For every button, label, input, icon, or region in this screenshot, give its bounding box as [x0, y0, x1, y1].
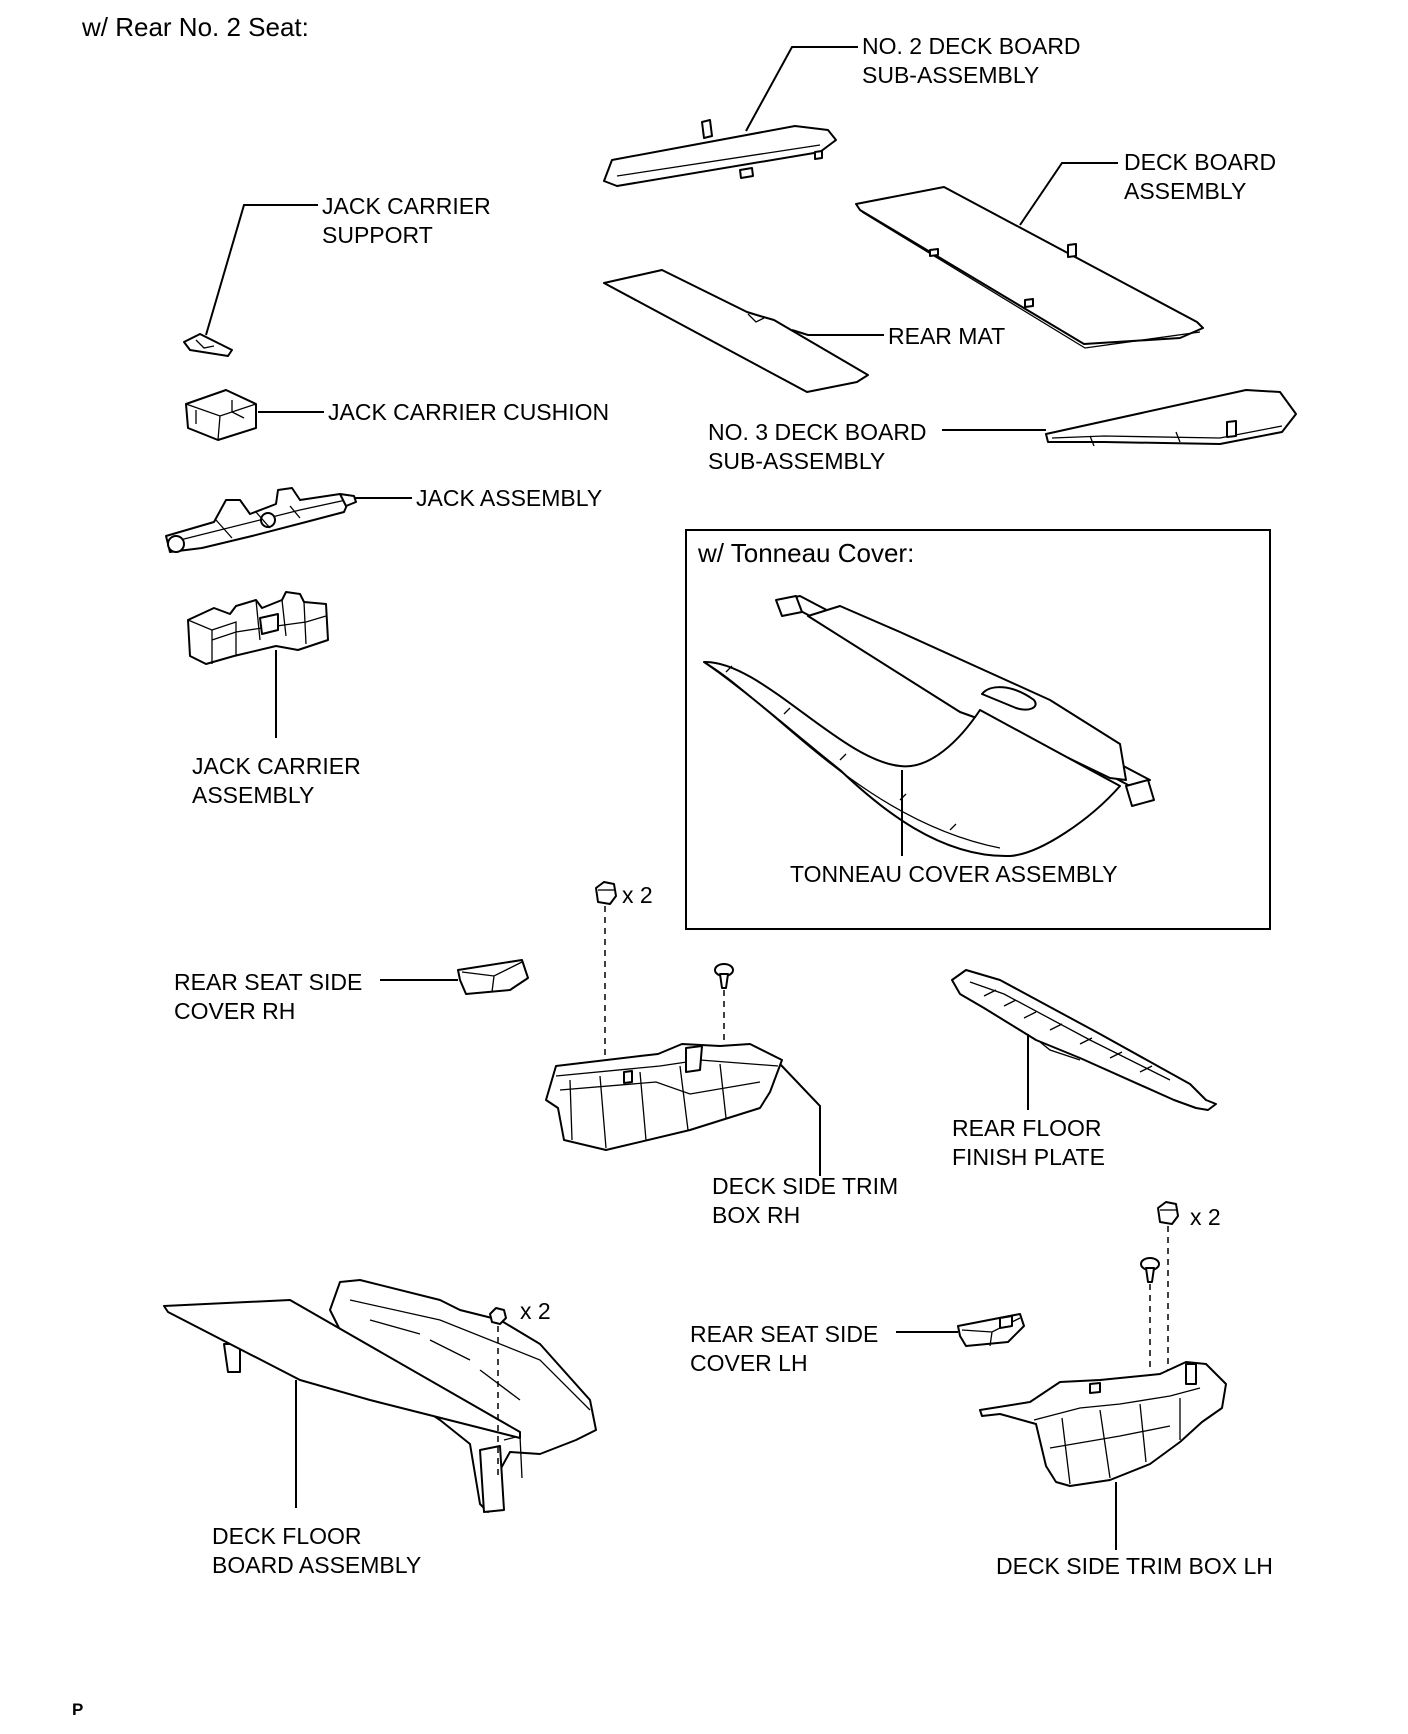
- no2-deck-board-leader: [745, 46, 858, 132]
- no3-deck-board-drawing: [1045, 389, 1297, 447]
- label-jack-carrier-assembly: JACK CARRIER ASSEMBLY: [192, 753, 361, 808]
- jack-carrier-assembly-drawing: [187, 591, 329, 665]
- label-deck-board-assembly: DECK BOARD ASSEMBLY: [1124, 149, 1277, 204]
- label-rear-floor-finish-plate: REAR FLOOR FINISH PLATE: [952, 1115, 1105, 1170]
- deck-side-trim-box-rh-leader: [779, 1063, 821, 1176]
- tonneau-cover-heading: w/ Tonneau Cover:: [698, 538, 915, 568]
- label-rear-mat: REAR MAT: [888, 323, 1006, 349]
- rear-mat-drawing: [603, 269, 869, 393]
- label-rear-seat-side-cover-lh: REAR SEAT SIDE COVER LH: [690, 1321, 879, 1376]
- label-deck-side-trim-box-rh: DECK SIDE TRIM BOX RH: [712, 1173, 899, 1228]
- deck-floor-board-drawing: [163, 1279, 597, 1513]
- push-clip-icon: [1140, 1257, 1160, 1283]
- qty-nut-floor: x 2: [520, 1298, 551, 1324]
- main-heading: w/ Rear No. 2 Seat:: [82, 12, 309, 42]
- label-jack-assembly: JACK ASSEMBLY: [416, 485, 603, 511]
- label-jack-carrier-cushion: JACK CARRIER CUSHION: [328, 399, 610, 425]
- jack-assembly-drawing: [165, 487, 357, 553]
- tonneau-cover-box: [685, 529, 1271, 930]
- label-deck-floor-board-assembly: DECK FLOOR BOARD ASSEMBLY: [212, 1523, 422, 1578]
- jack-carrier-support-leader: [205, 204, 318, 336]
- deck-side-trim-box-rh-drawing: [545, 1043, 783, 1151]
- label-no2-deck-board: NO. 2 DECK BOARD SUB-ASSEMBLY: [862, 33, 1081, 88]
- hex-nut-icon: [595, 881, 617, 905]
- qty-nut-lh: x 2: [1190, 1204, 1221, 1230]
- rear-seat-side-cover-rh-drawing: [457, 959, 529, 995]
- page-code: P: [72, 1700, 84, 1719]
- jack-carrier-support-drawing: [183, 333, 233, 357]
- label-deck-side-trim-box-lh: DECK SIDE TRIM BOX LH: [996, 1553, 1273, 1579]
- deck-side-trim-box-lh-drawing: [979, 1361, 1227, 1487]
- tonneau-cover-drawing: [703, 595, 1155, 858]
- qty-nut-rh: x 2: [622, 882, 653, 908]
- rear-seat-side-cover-lh-drawing: [957, 1313, 1025, 1347]
- rear-mat-leader: [791, 329, 884, 336]
- hex-nut-icon: [489, 1307, 507, 1325]
- label-rear-seat-side-cover-rh: REAR SEAT SIDE COVER RH: [174, 969, 363, 1024]
- deck-board-leader: [1019, 162, 1118, 226]
- deck-board-drawing: [855, 186, 1204, 349]
- push-clip-icon: [714, 963, 734, 989]
- hex-nut-icon: [1157, 1201, 1179, 1225]
- jack-carrier-cushion-drawing: [185, 389, 257, 441]
- label-no3-deck-board: NO. 3 DECK BOARD SUB-ASSEMBLY: [708, 419, 927, 474]
- no2-deck-board-drawing: [603, 119, 837, 187]
- label-jack-carrier-support: JACK CARRIER SUPPORT: [322, 193, 491, 248]
- rear-floor-finish-plate-drawing: [951, 969, 1217, 1111]
- label-tonneau-cover-assembly: TONNEAU COVER ASSEMBLY: [790, 861, 1118, 887]
